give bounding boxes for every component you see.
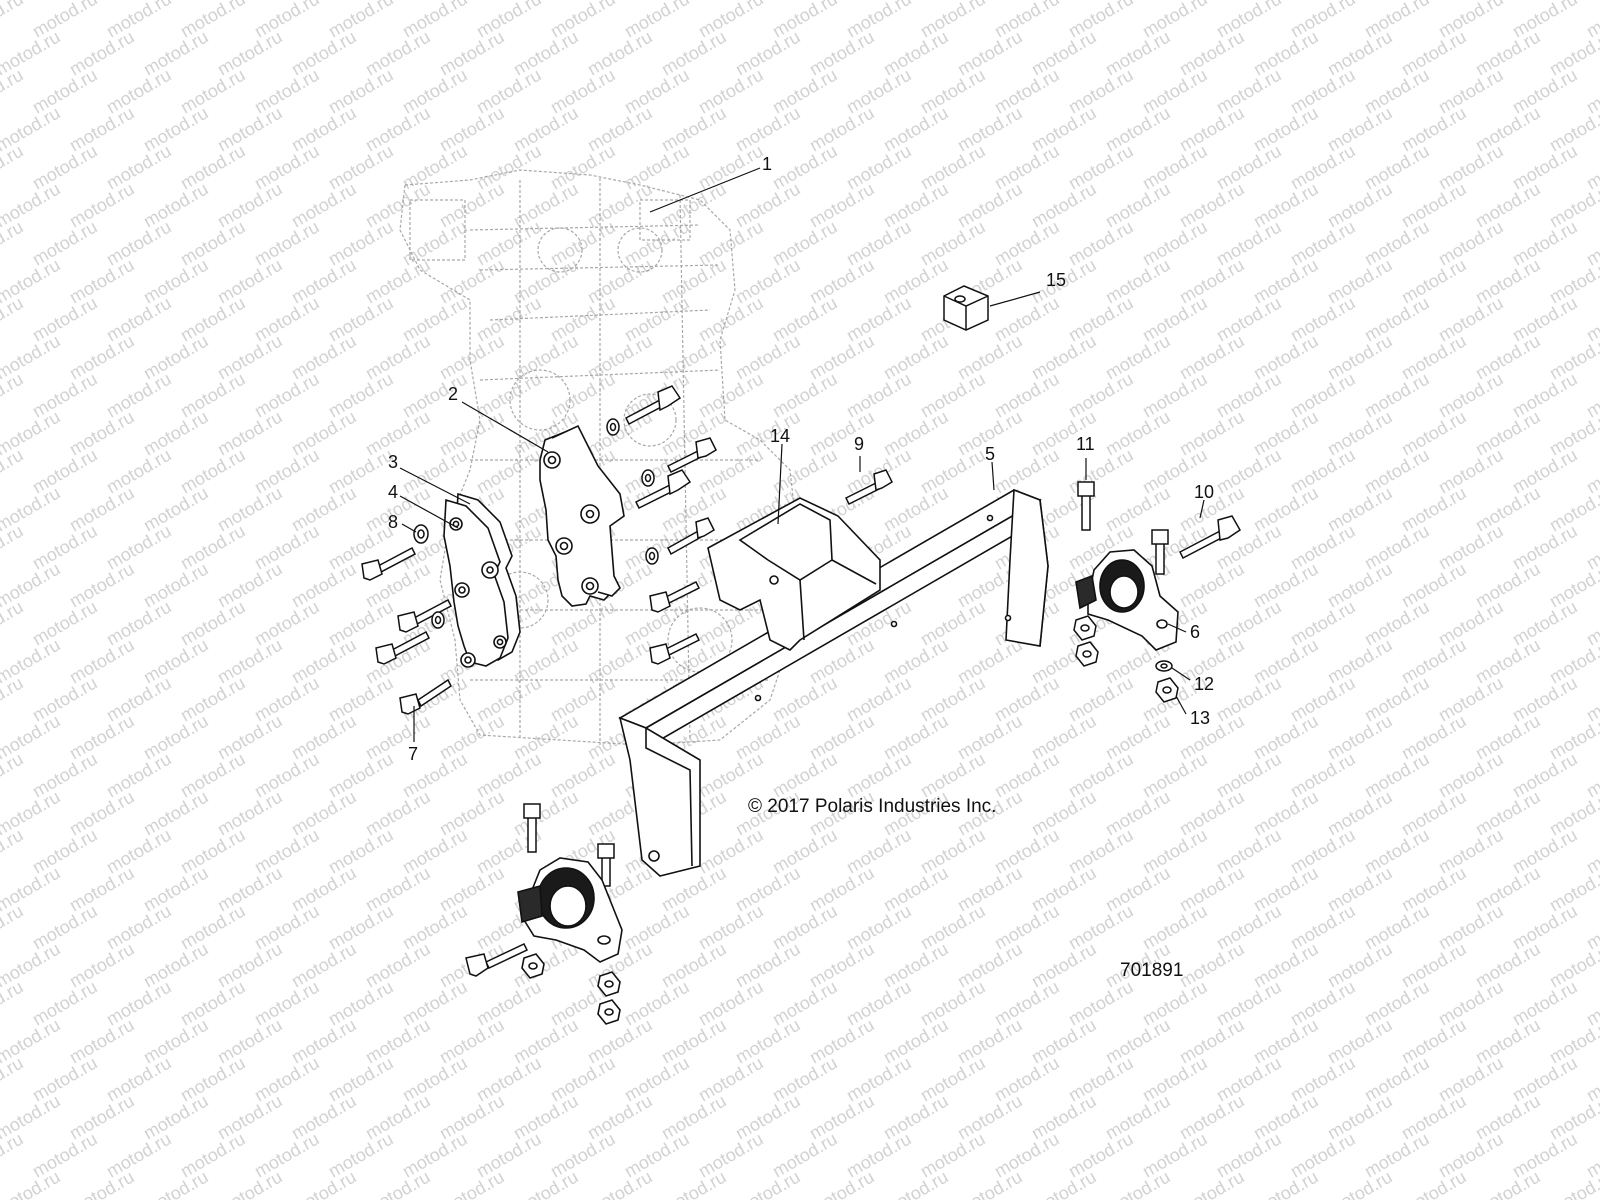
watermark-text: motod.ru [0,597,27,650]
callout-6: 6 [1190,622,1200,642]
watermark-text: motod.ru [0,521,27,574]
watermark-text: motod.ru [436,1167,508,1200]
watermark-text: motod.ru [1472,1167,1544,1200]
watermark-text: motod.ru [658,1167,730,1200]
watermark-text: motod.ru [1176,1167,1248,1200]
watermark-text: motod.ru [66,1167,138,1200]
leader-8 [401,523,417,533]
callout-12: 12 [1194,674,1214,694]
watermark-text: motod.ru [0,369,27,422]
watermark-text: motod.ru [584,1167,656,1200]
callout-9: 9 [854,434,864,454]
callout-3: 3 [388,452,398,472]
watermark-text: motod.ru [732,1167,804,1200]
callout-2: 2 [448,384,458,404]
watermark-text: motod.ru [1102,1167,1174,1200]
watermark-text: motod.ru [0,0,27,41]
watermark-text: motod.ru [0,1167,64,1200]
watermark-text: motod.ru [0,445,27,498]
callout-15: 15 [1046,270,1066,290]
drawing-number: 701891 [1120,960,1183,981]
watermark-text: motod.ru [0,293,27,346]
callout-1: 1 [762,154,772,174]
callout-7: 7 [408,744,418,764]
watermark-text: motod.ru [1398,1167,1470,1200]
watermark-text: motod.ru [0,1053,27,1106]
watermark-text: motod.ru [510,1167,582,1200]
part-15-spacer-block [943,285,989,331]
watermark-text: motod.ru [140,1167,212,1200]
watermark-text: motod.ru [0,749,27,802]
part-8-washer [413,524,429,544]
watermark-text: motod.ru [954,1167,1026,1200]
watermark-text: motod.ru [1324,1167,1396,1200]
watermark-text: motod.ru [0,673,27,726]
watermark-text: motod.ru [288,1167,360,1200]
callout-8: 8 [388,512,398,532]
watermark-text: motod.ru [0,65,27,118]
watermark-text: motod.ru [362,1167,434,1200]
watermark-text: motod.ru [806,1167,878,1200]
watermark-text: motod.ru [0,825,27,878]
watermark-text: motod.ru [0,977,27,1030]
callout-4: 4 [388,482,398,502]
callout-11: 11 [1076,434,1095,454]
watermark-text: motod.ru [0,217,27,270]
watermark-text: motod.ru [1250,1167,1322,1200]
watermark-text: motod.ru [214,1167,286,1200]
watermark-text: motod.ru [0,1129,27,1182]
watermark-text: motod.ru [0,141,27,194]
callout-5: 5 [985,444,995,464]
watermark-text: motod.ru [880,1167,952,1200]
watermark-text: motod.ru [1028,1167,1100,1200]
callout-10: 10 [1194,482,1214,502]
copyright-text: © 2017 Polaris Industries Inc. [748,796,996,817]
callout-13: 13 [1190,708,1210,728]
watermark-text: motod.ru [0,901,27,954]
callout-14: 14 [770,426,790,446]
leader-5 [991,461,995,491]
